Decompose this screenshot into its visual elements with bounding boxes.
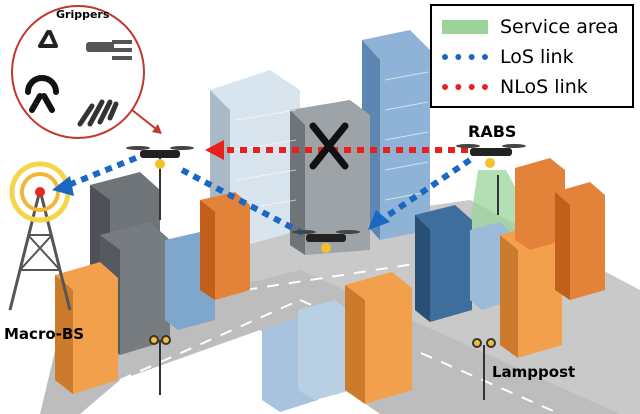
- service-area-swatch: [442, 20, 488, 34]
- grippers-inset: [11, 5, 162, 139]
- gripper-icon: [86, 40, 132, 60]
- los-link-swatch: [442, 54, 488, 60]
- macro-bs-tower: [8, 161, 72, 311]
- drone-icon: [126, 146, 194, 169]
- cross-mark-icon: [309, 122, 349, 170]
- rabs-drone-icon: [456, 144, 526, 168]
- gripper-icon: [77, 99, 119, 127]
- legend-label-los-link: LoS link: [500, 46, 574, 68]
- front-left-buildings: [55, 262, 412, 412]
- nlos-link: [205, 140, 468, 160]
- lamppost-label: Lamppost: [492, 363, 576, 381]
- grippers-title: Grippers: [56, 8, 110, 21]
- legend-item-service-area: Service area: [442, 14, 619, 40]
- gripper-icon: [38, 30, 58, 48]
- macro-bs-label: Macro-BS: [4, 325, 85, 343]
- los-arrowhead: [52, 176, 74, 196]
- rabs-label: RABS: [468, 122, 517, 141]
- legend-label-service-area: Service area: [500, 16, 619, 38]
- legend-item-los-link: LoS link: [442, 44, 574, 70]
- nlos-link-swatch: [442, 84, 488, 90]
- legend-box: Service area LoS link NLoS link: [430, 4, 634, 108]
- gripper-icon: [25, 75, 59, 113]
- drone-icon: [292, 230, 360, 253]
- los-arrowhead: [368, 210, 390, 230]
- right-buildings: [415, 158, 605, 358]
- lamppost-right: [472, 175, 499, 400]
- los-links: [64, 155, 472, 239]
- legend-item-nlos-link: NLoS link: [442, 74, 588, 100]
- legend-label-nlos-link: NLoS link: [500, 76, 588, 98]
